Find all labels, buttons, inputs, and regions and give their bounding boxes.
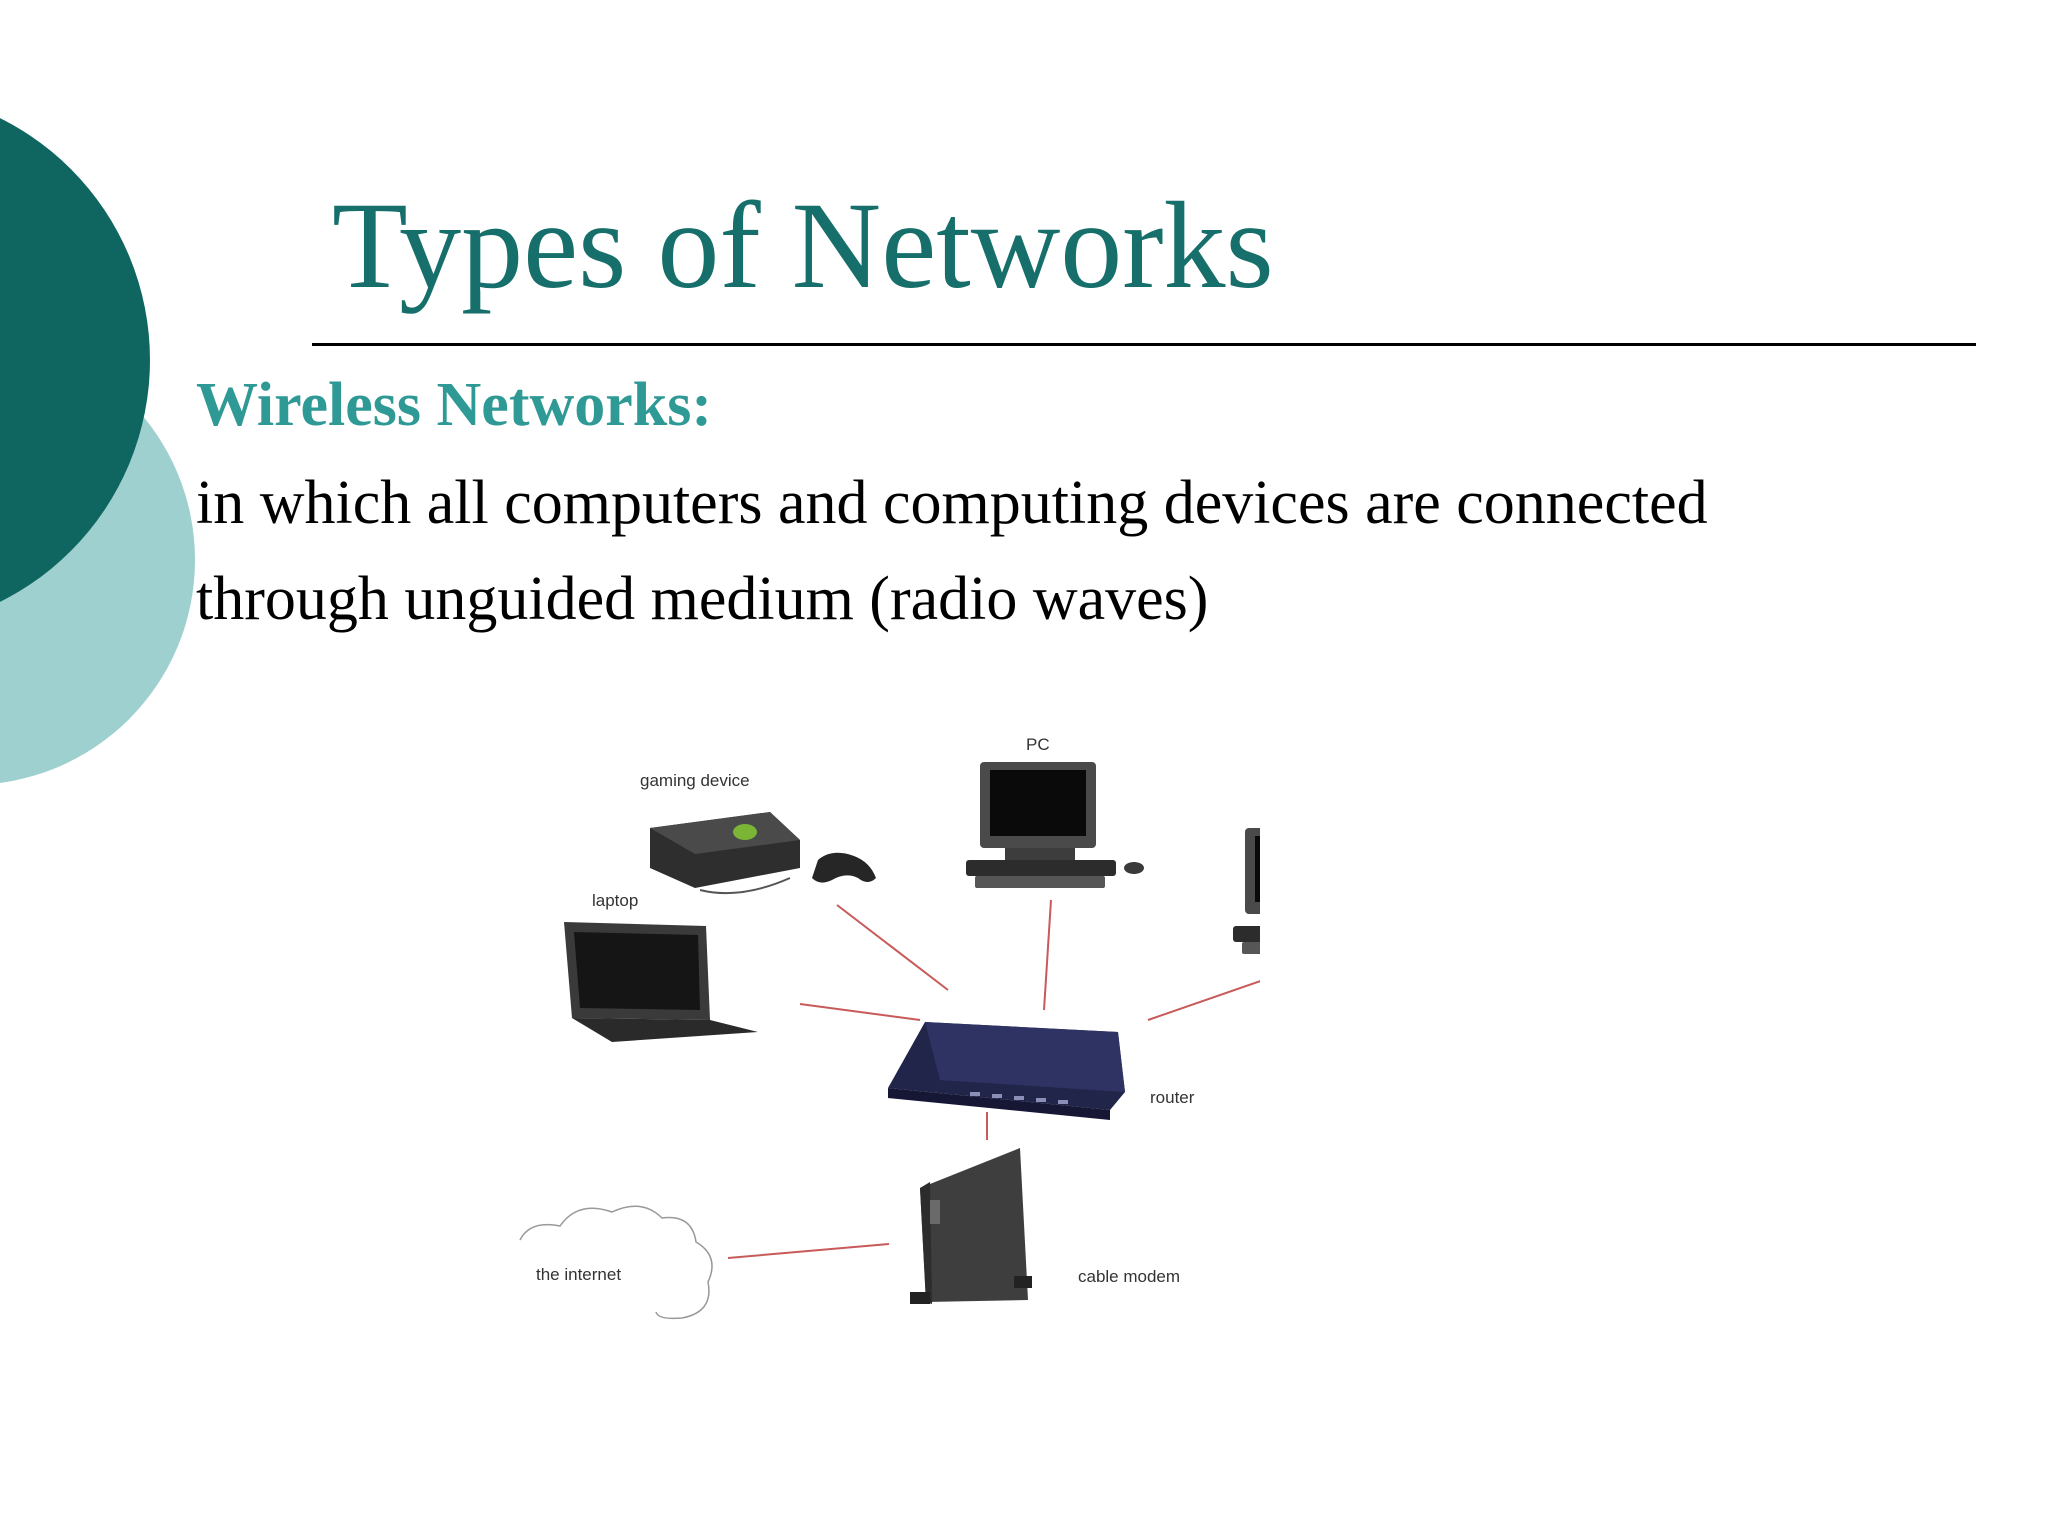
network-diagram: PC PC gaming device (500, 720, 1260, 1350)
link-internet-modem (727, 1243, 890, 1259)
section-heading: Wireless Networks: (196, 371, 713, 439)
link-laptop-router (799, 1003, 921, 1021)
label-cable-modem: cable modem (1078, 1267, 1180, 1286)
link-gaming-router (836, 904, 949, 991)
title-divider (312, 343, 1976, 346)
label-gaming-device: gaming device (640, 771, 750, 790)
label-router: router (1150, 1088, 1195, 1107)
label-laptop: laptop (592, 891, 638, 910)
link-pc-top-router (1043, 899, 1052, 1011)
body-text: in which all computers and computing dev… (196, 455, 1956, 647)
slide-title: Types of Networks (332, 177, 1274, 314)
body-line: through unguided medium (radio waves) (196, 565, 1209, 633)
body-line: in which all computers and computing dev… (196, 469, 1708, 537)
laptop-icon (564, 922, 758, 1042)
label-internet: the internet (536, 1265, 621, 1284)
desktop-pc-icon (966, 762, 1144, 888)
label-pc-top: PC (1026, 735, 1050, 754)
cloud-icon (519, 1205, 713, 1320)
cable-modem-icon (910, 1148, 1032, 1304)
dark-teal-circle (0, 118, 150, 602)
desktop-pc-icon (1233, 828, 1260, 954)
game-console-icon (650, 812, 876, 895)
decorative-circles (0, 118, 195, 783)
link-pc-right-router (1147, 980, 1260, 1021)
router-icon (888, 1022, 1125, 1120)
